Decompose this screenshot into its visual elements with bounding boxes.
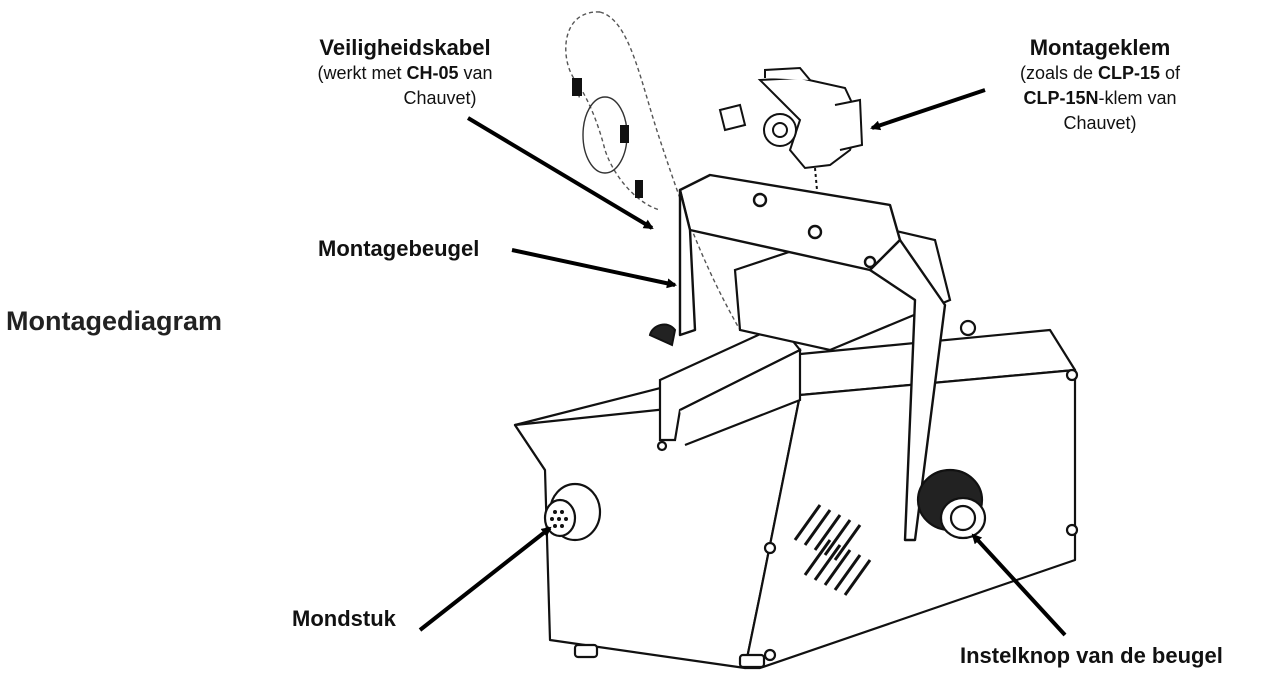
left-knob [648,323,677,347]
page-title: Montagediagram [6,306,223,336]
label-clamp: Montageklem (zoals de CLP-15 of CLP-15N-… [990,35,1210,136]
label-safety-cable: Veiligheidskabel (werkt met CH-05 van Ch… [285,35,525,111]
label-safety-cable-line1: (werkt met CH-05 van [317,63,493,83]
mounting-clamp [718,66,864,191]
label-clamp-line3: Chauvet) [1063,113,1137,133]
label-clamp-line2: CLP-15N-klem van [1023,88,1177,108]
label-nozzle: Mondstuk [292,606,396,631]
label-bracket: Montagebeugel [318,236,480,261]
arrow-safety-cable [466,116,654,230]
nozzle [543,482,602,542]
label-safety-cable-heading: Veiligheidskabel [319,35,491,60]
label-clamp-heading: Montageklem [1029,35,1171,60]
label-knob: Instelknop van de beugel [960,643,1223,668]
arrow-clamp [870,88,986,131]
safety-cable [565,11,741,331]
label-clamp-line1: (zoals de CLP-15 of [1019,63,1181,83]
arrow-nozzle [418,526,552,632]
mounting-bracket [678,173,947,542]
arrow-knob [971,533,1067,637]
label-safety-cable-line2: Chauvet) [403,88,477,108]
callout-arrows [418,88,1067,637]
arrow-bracket [511,248,677,289]
bracket-knob [916,468,987,540]
